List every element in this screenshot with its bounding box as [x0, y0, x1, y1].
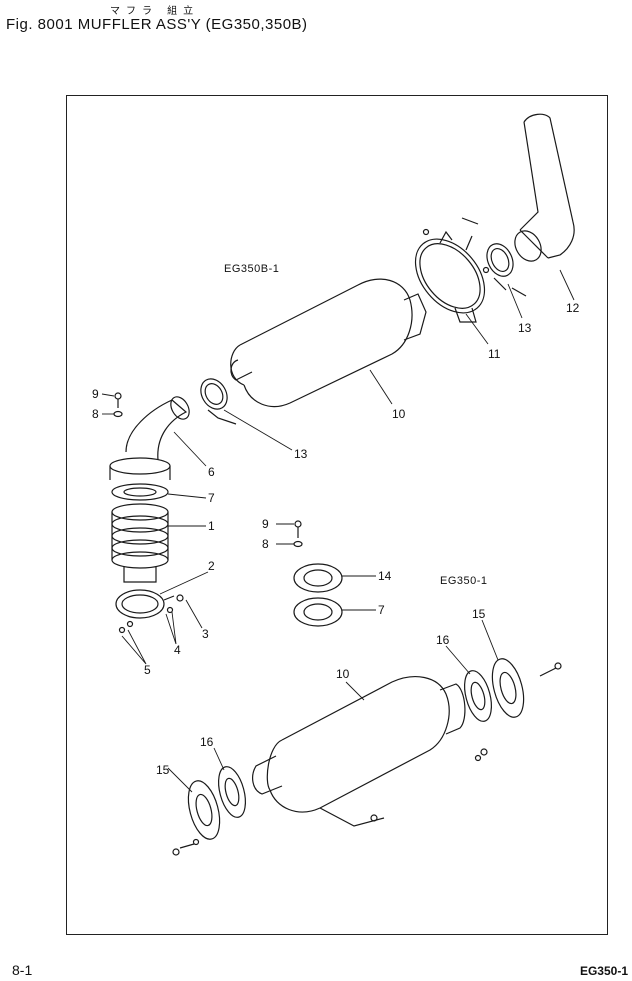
- muffler-band-11: [414, 217, 486, 323]
- title-kana: マフラ 組立: [110, 6, 200, 17]
- callout-numbers: 12 13 11 10 13 9 8 6 7 1 2 3 4 5 9 8 14 …: [92, 301, 580, 777]
- leader-lines: [101, 269, 575, 793]
- gasket-14: [293, 563, 343, 593]
- callout-10: 10: [336, 667, 350, 681]
- exhaust-elbow-pipe-12: [514, 113, 575, 262]
- callout-12: 12: [566, 301, 580, 315]
- callout-13: 13: [518, 321, 532, 335]
- callout-15: 15: [156, 763, 170, 777]
- page-number: 8-1: [12, 962, 33, 978]
- flange-15-left: [172, 780, 221, 856]
- callout-8: 8: [92, 407, 99, 421]
- clamp-13-upper: [482, 243, 527, 297]
- callout-2: 2: [208, 559, 215, 573]
- flange-15-right: [491, 658, 562, 718]
- bolt-9-washer-8-upper: [113, 392, 123, 418]
- section-label-eg350b-1: EG350B-1: [224, 263, 279, 275]
- section-label-eg350-1: EG350-1: [440, 575, 488, 587]
- callout-15: 15: [472, 607, 486, 621]
- callout-1: 1: [208, 519, 215, 533]
- muffler-body-10-upper: [230, 278, 427, 408]
- elbow-pipe-6: [109, 396, 190, 480]
- callout-16: 16: [200, 735, 214, 749]
- gasket-7-lower: [293, 597, 343, 627]
- gasket-7-upper: [111, 483, 169, 501]
- clamp-ring-2: [115, 589, 184, 634]
- callout-10: 10: [392, 407, 406, 421]
- callout-5: 5: [144, 663, 151, 677]
- callout-9: 9: [92, 387, 99, 401]
- model-code: EG350-1: [579, 964, 628, 978]
- callout-11: 11: [488, 347, 501, 361]
- callout-13: 13: [294, 447, 308, 461]
- bolt-9-washer-8-lower: [293, 520, 303, 548]
- flex-bellows-1: [111, 503, 169, 583]
- muffler-body-10-lower: [252, 676, 488, 827]
- gasket-16-left: [217, 766, 247, 818]
- callout-9: 9: [262, 517, 269, 531]
- callout-4: 4: [174, 643, 181, 657]
- callout-8: 8: [262, 537, 269, 551]
- gasket-16-right: [463, 670, 493, 722]
- callout-3: 3: [202, 627, 209, 641]
- diagram-frame: [66, 95, 608, 935]
- callout-7: 7: [378, 603, 385, 617]
- callout-16: 16: [436, 633, 450, 647]
- figure-title: Fig. 8001 MUFFLER ASS'Y (EG350,350B): [6, 16, 308, 33]
- callout-7: 7: [208, 491, 215, 505]
- callout-14: 14: [378, 569, 392, 583]
- clamp-13-lower: [200, 378, 237, 425]
- callout-6: 6: [208, 465, 215, 479]
